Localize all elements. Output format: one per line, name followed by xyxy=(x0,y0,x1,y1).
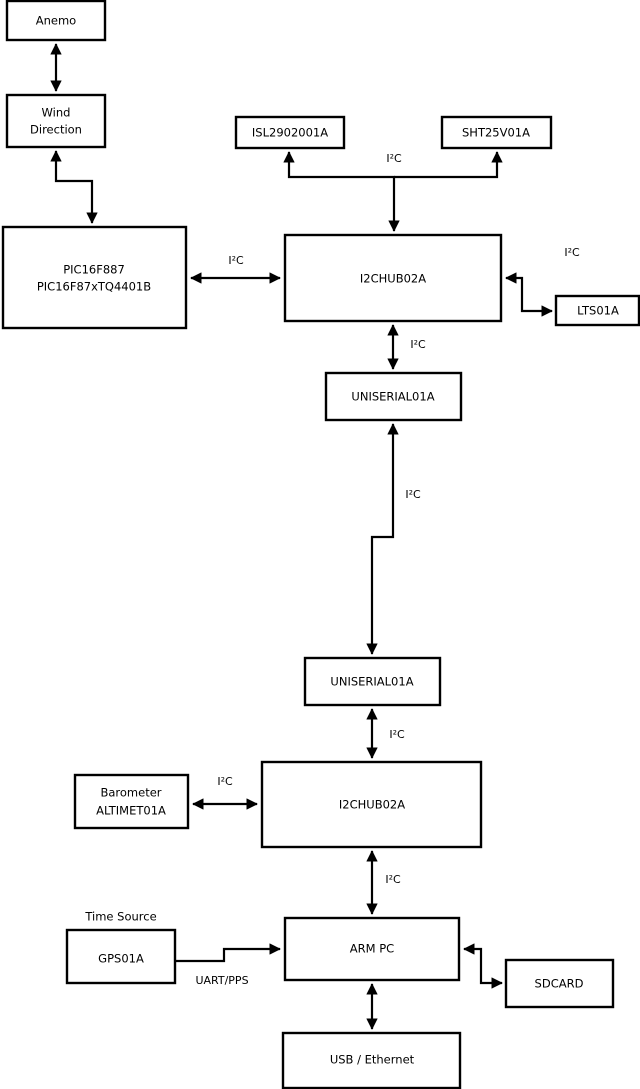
node-label-isl2902001a: ISL2902001A xyxy=(252,126,328,140)
node-i2chub02a-top[interactable]: I2CHUB02A xyxy=(283,233,503,323)
node-label-i2chub02a-top: I2CHUB02A xyxy=(360,272,426,286)
node-label-arm-pc: ARM PC xyxy=(350,942,394,956)
node-barometer-altimet01a[interactable]: Barometer ALTIMET01A xyxy=(73,773,190,830)
edge-label-hubtop-uniserialtop: I²C xyxy=(410,338,426,351)
node-label-uniserial01a-top: UNISERIAL01A xyxy=(351,390,434,404)
edge-label-hubtop-sensors: I²C xyxy=(386,152,402,165)
node-label-anemo: Anemo xyxy=(36,14,76,28)
node-label-lts01a: LTS01A xyxy=(577,304,619,318)
edge-gps-armpc xyxy=(175,943,281,963)
node-label-wind-direction-line1: Wind xyxy=(42,106,71,120)
edge-label-gps-armpc: UART/PPS xyxy=(195,974,248,987)
edge-hubtop-sht-branch xyxy=(394,151,503,179)
node-uniserial01a-top[interactable]: UNISERIAL01A xyxy=(324,371,463,422)
node-label-barometer-line1: Barometer xyxy=(100,786,161,800)
node-sht25v01a[interactable]: SHT25V01A xyxy=(440,115,553,150)
node-label-gps01a: GPS01A xyxy=(98,952,144,966)
node-label-pic-line2: PIC16F87xTQ4401B xyxy=(37,280,151,294)
node-sdcard[interactable]: SDCARD xyxy=(504,958,615,1009)
edge-layer: I²C I²C I²C I²C I²C I²C I²C I²C UART/PPS xyxy=(50,43,580,1030)
node-label-pic-line1: PIC16F887 xyxy=(63,263,125,277)
node-usb-ethernet[interactable]: USB / Ethernet xyxy=(281,1031,462,1089)
edge-hubtop-lts xyxy=(505,272,553,317)
free-label-layer: Time Source xyxy=(84,910,156,924)
node-wind-direction[interactable]: Wind Direction xyxy=(5,93,107,149)
edge-label-hubtop-lts: I²C xyxy=(564,246,580,259)
edge-label-pic-hubtop: I²C xyxy=(228,254,244,267)
label-time-source: Time Source xyxy=(84,910,156,924)
edge-wind-pic xyxy=(50,150,98,224)
node-label-uniserial01a-bottom: UNISERIAL01A xyxy=(330,675,413,689)
node-pic-mcu[interactable]: PIC16F887 PIC16F87xTQ4401B xyxy=(1,225,188,330)
node-label-usb-ethernet: USB / Ethernet xyxy=(330,1053,415,1067)
edge-label-uniserialbot-hubbot: I²C xyxy=(389,728,405,741)
edge-label-barometer-hubbot: I²C xyxy=(217,775,233,788)
edge-hubtop-sensors-bus xyxy=(283,151,400,232)
node-uniserial01a-bottom[interactable]: UNISERIAL01A xyxy=(303,656,442,707)
node-label-i2chub02a-bottom: I2CHUB02A xyxy=(339,798,405,812)
node-arm-pc[interactable]: ARM PC xyxy=(283,916,461,982)
node-anemo[interactable]: Anemo xyxy=(5,0,107,42)
node-label-sht25v01a: SHT25V01A xyxy=(462,126,530,140)
node-lts01a[interactable]: LTS01A xyxy=(554,294,640,327)
node-isl2902001a[interactable]: ISL2902001A xyxy=(234,115,346,150)
node-i2chub02a-bottom[interactable]: I2CHUB02A xyxy=(260,760,483,849)
node-label-sdcard: SDCARD xyxy=(535,977,584,991)
node-label-wind-direction-line2: Direction xyxy=(30,123,82,137)
edge-label-uniserial-link: I²C xyxy=(405,488,421,501)
edge-label-hubbot-armpc: I²C xyxy=(385,873,401,886)
node-gps01a[interactable]: GPS01A xyxy=(65,928,177,985)
node-label-barometer-line2: ALTIMET01A xyxy=(96,804,166,818)
edge-armpc-sdcard xyxy=(463,943,503,989)
edge-uniserialtop-uniserialbot xyxy=(366,423,399,655)
